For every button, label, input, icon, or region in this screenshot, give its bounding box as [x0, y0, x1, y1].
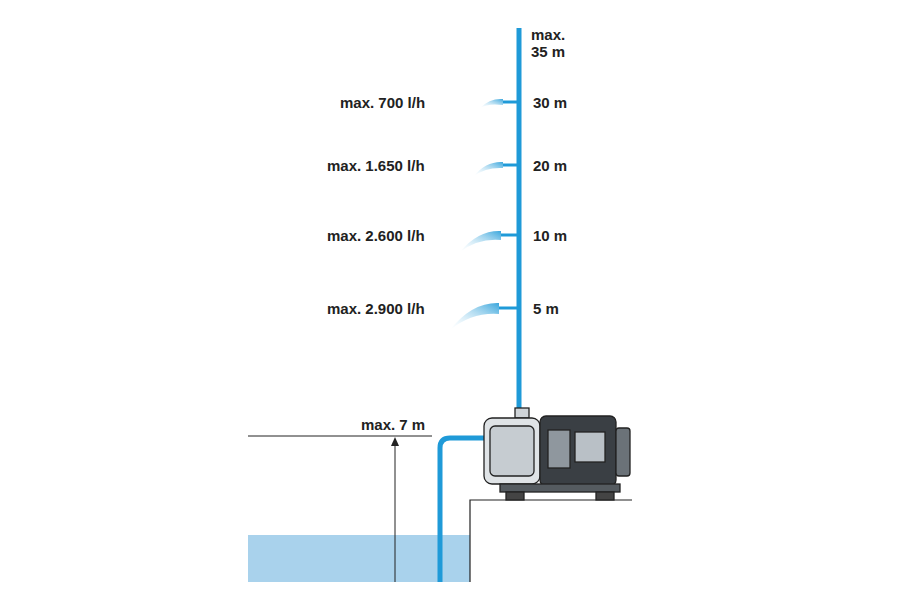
height-label: 5 m [533, 300, 559, 317]
dimension-arrow [395, 441, 396, 582]
flow-rate-label: max. 2.900 l/h [327, 300, 425, 317]
flow-rate-label: max. 7 m [361, 416, 425, 433]
height-ticks [499, 102, 519, 308]
dimension-line [248, 436, 432, 437]
flow-rate-label: max. 2.600 l/h [327, 227, 425, 244]
suction-pipe [440, 438, 484, 582]
ground-ledge [470, 500, 632, 582]
height-label: 10 m [533, 227, 567, 244]
water [248, 535, 470, 582]
flow-rate-label: max. 700 l/h [340, 94, 425, 111]
flow-rate-label: max. 1.650 l/h [327, 157, 425, 174]
height-label: 30 m [533, 94, 567, 111]
garden-pump [484, 408, 630, 500]
arrow-head [391, 437, 399, 446]
height-label: max. 35 m [531, 26, 571, 60]
water-sprays [450, 99, 503, 330]
height-label: 20 m [533, 157, 567, 174]
riser-pipe [517, 28, 522, 408]
